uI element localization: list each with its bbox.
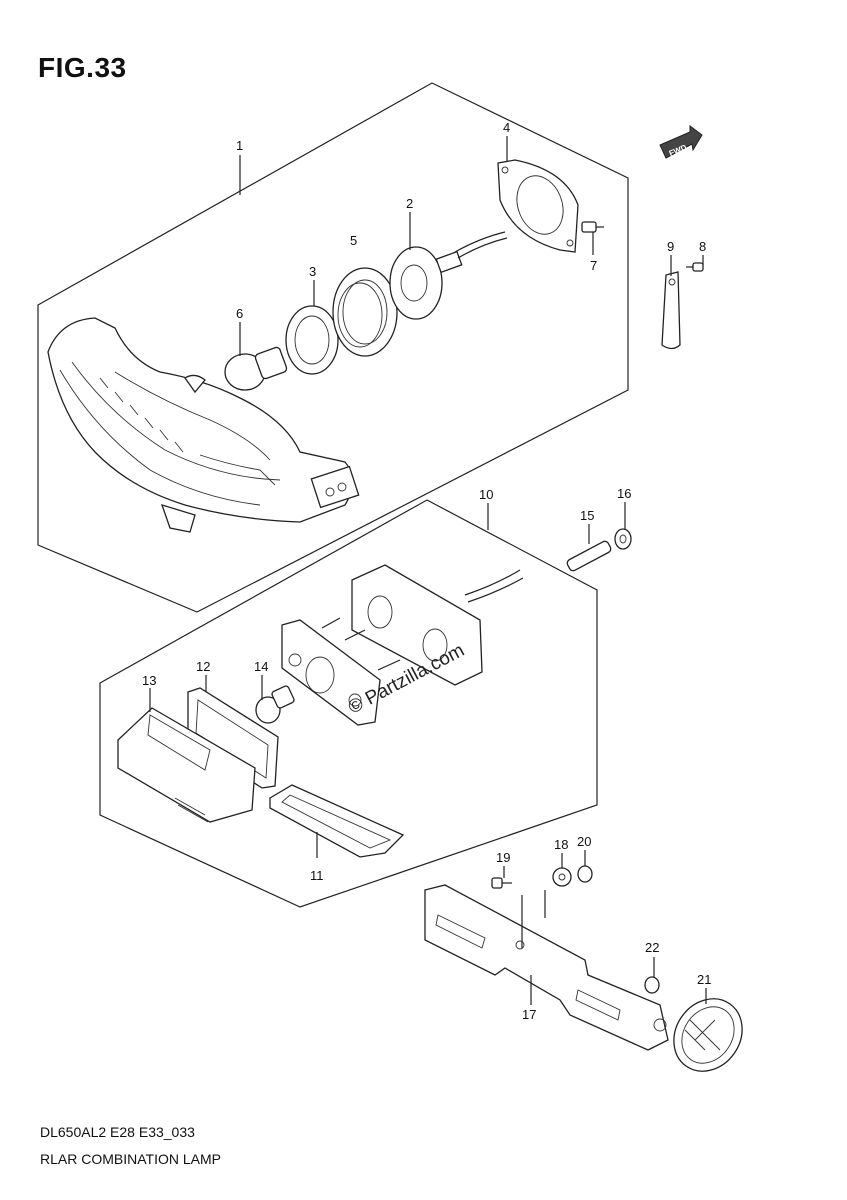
- nut-22: [644, 976, 660, 994]
- lens-plate-assembly: [281, 617, 401, 726]
- callout-1: 1: [236, 138, 243, 153]
- callout-16: 16: [617, 486, 631, 501]
- gasket-plate-4: [497, 159, 579, 253]
- callout-8: 8: [699, 239, 706, 254]
- callout-12: 12: [196, 659, 210, 674]
- screw-19: [491, 877, 512, 889]
- spacer-15: [566, 540, 612, 572]
- figure-label: FIG.33: [38, 52, 127, 83]
- callout-19: 19: [496, 850, 510, 865]
- callout-9: 9: [667, 239, 674, 254]
- lens-plate-11: [269, 784, 405, 858]
- callout-17: 17: [522, 1007, 536, 1022]
- socket-ring-3: [285, 305, 339, 375]
- socket-harness-2: [389, 231, 508, 320]
- callout-5: 5: [350, 233, 357, 248]
- screw-7: [581, 221, 604, 233]
- callout-14: 14: [254, 659, 268, 674]
- washer-18: [552, 867, 572, 887]
- gasket-ring-5: [332, 267, 398, 357]
- callout-6: 6: [236, 306, 243, 321]
- callout-2: 2: [406, 196, 413, 211]
- rear-lamp-housing: [47, 317, 360, 533]
- callout-18: 18: [554, 837, 568, 852]
- bracket-17: [424, 884, 669, 1051]
- leader-lines: [149, 136, 707, 1005]
- license-lamp-housing-10: [351, 564, 524, 686]
- strap-9: [661, 271, 681, 350]
- callout-10: 10: [479, 487, 493, 502]
- diagram-caption: RLAR COMBINATION LAMP: [40, 1151, 221, 1167]
- bulb-14: [255, 685, 295, 724]
- callout-21: 21: [697, 972, 711, 987]
- callout-3: 3: [309, 264, 316, 279]
- upper-assembly-outline: [37, 82, 629, 613]
- callout-22: 22: [645, 940, 659, 955]
- model-code: DL650AL2 E28 E33_033: [40, 1124, 195, 1140]
- nut-20: [577, 865, 593, 883]
- forward-arrow-icon: [659, 125, 703, 159]
- screw-8: [686, 262, 704, 272]
- callout-20: 20: [577, 834, 591, 849]
- bulb-6: [224, 346, 288, 391]
- washer-16: [614, 528, 632, 550]
- reflector-21: [673, 998, 743, 1072]
- callout-13: 13: [142, 673, 156, 688]
- lower-assembly-outline: [99, 499, 598, 908]
- callout-4: 4: [503, 120, 510, 135]
- lens-cover-13: [117, 707, 256, 823]
- callout-15: 15: [580, 508, 594, 523]
- callout-11: 11: [310, 868, 324, 883]
- callout-7: 7: [590, 258, 597, 273]
